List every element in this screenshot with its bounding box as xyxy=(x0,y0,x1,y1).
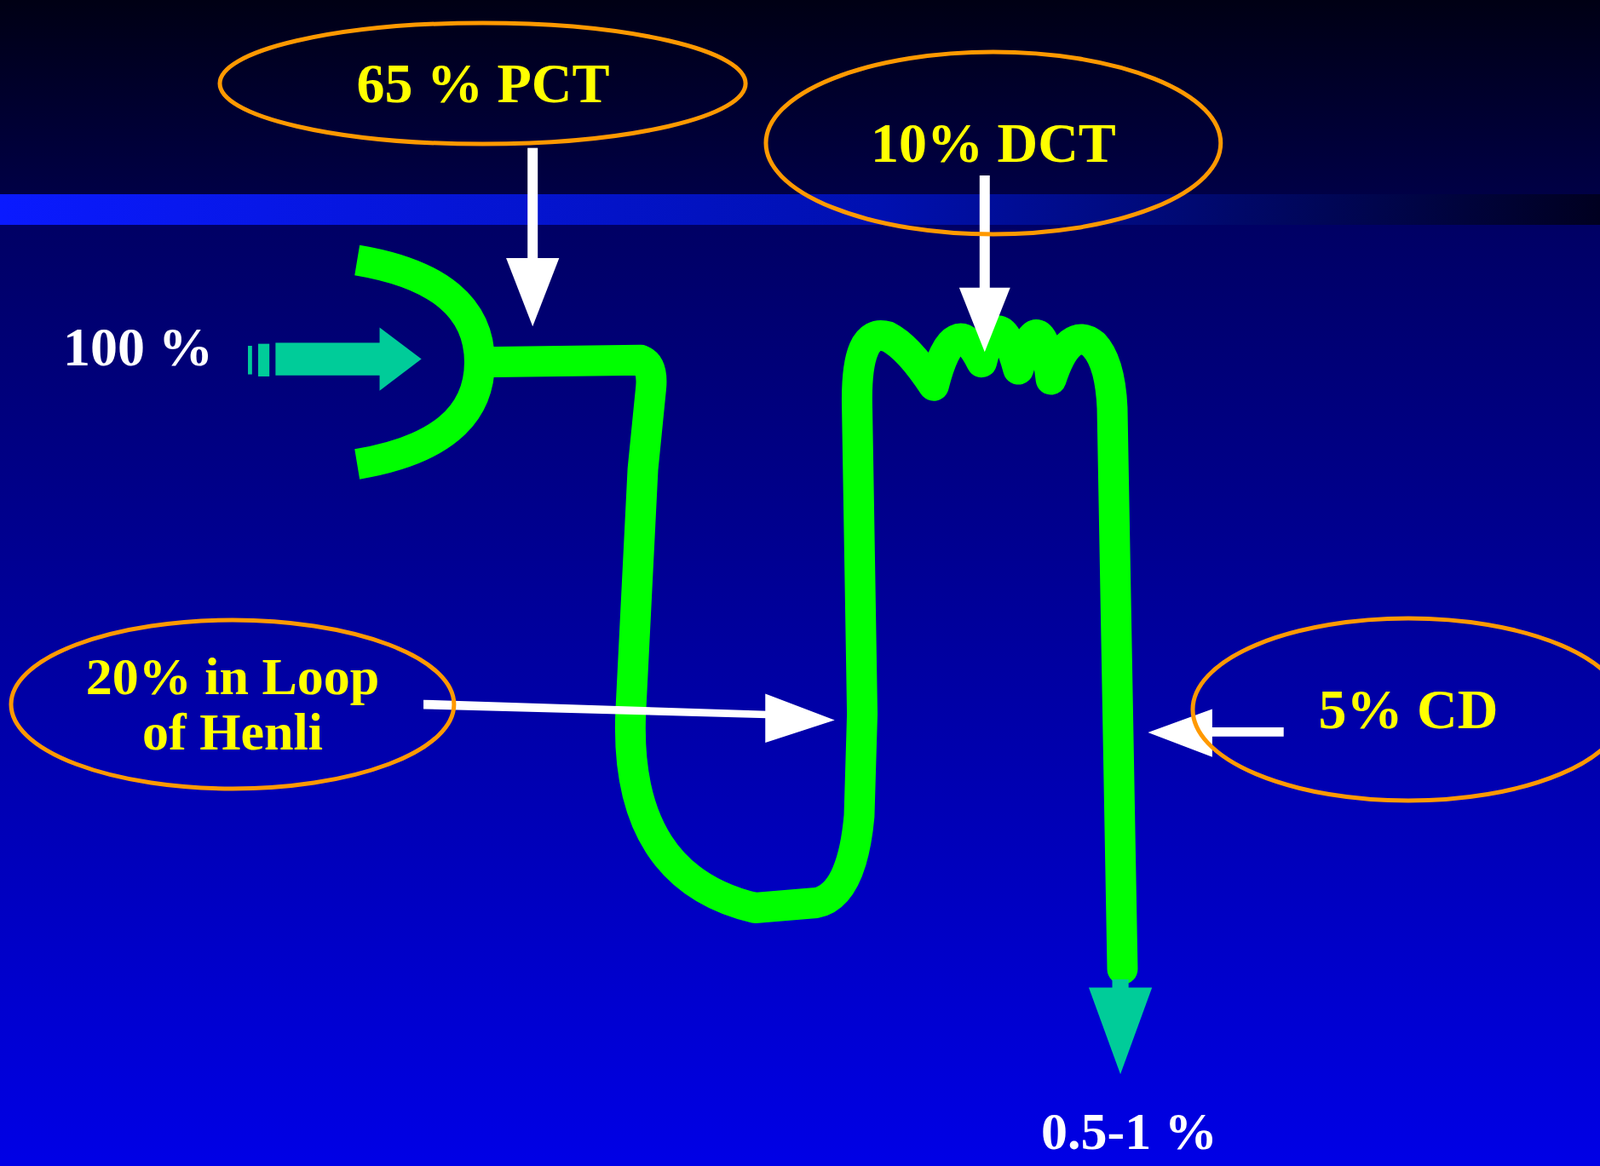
reabsorption-ellipse: 10% DCT xyxy=(763,49,1224,237)
ellipse-text-group: 65 % PCT xyxy=(295,53,671,113)
inflow-arrowhead xyxy=(379,327,422,391)
loop-arrowhead xyxy=(765,693,835,743)
outflow-percent: 0.5-1 % xyxy=(1041,1101,1218,1163)
ellipse-shape xyxy=(1192,618,1600,801)
pct-arrow xyxy=(527,148,538,261)
inflow-tick xyxy=(258,344,270,377)
nephron-tubule xyxy=(479,330,1123,970)
reabsorption-ellipse: 20% in Loop of Henli xyxy=(8,617,457,792)
reabsorption-ellipse: 65 % PCT xyxy=(217,20,749,147)
percent-text: 10% DCT xyxy=(831,113,1156,173)
dct-arrowhead xyxy=(959,287,1011,352)
inflow-percent: 100 % xyxy=(63,316,213,380)
ellipse-shape xyxy=(219,23,746,144)
loop-arrow xyxy=(423,700,768,720)
ellipse-shape xyxy=(765,51,1221,235)
pct-arrowhead xyxy=(506,258,559,327)
cd-arrow xyxy=(1208,727,1284,737)
ellipse-text-group: 10% DCT xyxy=(831,113,1156,173)
ellipse-text-group: 20% in Loop of Henli xyxy=(74,649,391,760)
percent-text: 5% CD xyxy=(1254,679,1562,739)
inflow-tick xyxy=(247,345,253,375)
ellipse-shape xyxy=(11,620,455,789)
percent-text: 65 % PCT xyxy=(295,53,671,113)
cd-arrowhead xyxy=(1147,708,1212,757)
inflow-shaft xyxy=(275,342,382,375)
percent-text: 20% in Loop of Henli xyxy=(74,649,391,760)
outflow-arrowhead xyxy=(1088,987,1152,1075)
ellipse-text-group: 5% CD xyxy=(1254,679,1562,739)
reabsorption-ellipse: 5% CD xyxy=(1190,615,1600,804)
